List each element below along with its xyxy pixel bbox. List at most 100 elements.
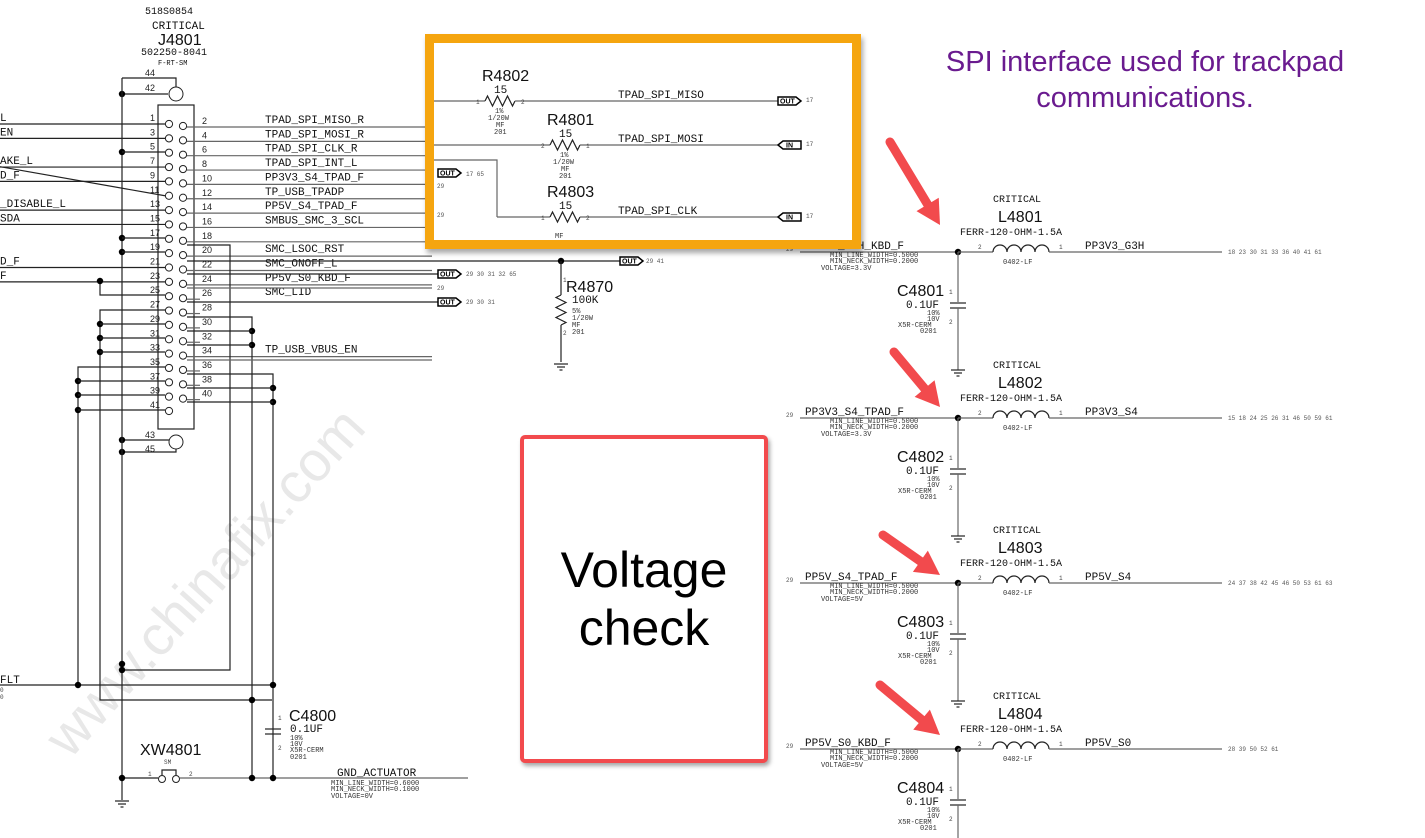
- wire: [99, 309, 272, 701]
- pin-number: 1: [476, 99, 480, 106]
- filter-out-net: PP3V3_G3H: [1085, 241, 1144, 253]
- arrow-shaft: [885, 137, 937, 216]
- capacitor-dielectric: X5R-CERM: [898, 488, 932, 496]
- connector-pin: [178, 164, 188, 174]
- capacitor-dielectric: X5R-CERM: [290, 747, 324, 755]
- pin-number: 11: [150, 185, 159, 195]
- connector-pin: [178, 380, 188, 389]
- pin-number: 45: [145, 444, 155, 454]
- connector-refdes: J4801: [158, 32, 202, 49]
- resistor-power: 1/20W: [553, 159, 575, 167]
- xref: 29: [437, 285, 445, 292]
- pin-number: 1: [1059, 410, 1063, 417]
- connector-pin: [178, 136, 188, 145]
- out-port-flag: [437, 297, 463, 307]
- capacitor-size: 0201: [920, 494, 937, 502]
- shield-pin: [168, 434, 184, 450]
- wire: [432, 159, 498, 217]
- xref: 29: [786, 412, 794, 419]
- pin-number: 5: [150, 142, 155, 152]
- voltage-check-box: Voltage check: [520, 435, 768, 763]
- resistor-tolerance: 1%: [560, 152, 569, 160]
- connector-pin: [178, 236, 188, 245]
- capacitor-refdes: C4804: [897, 780, 944, 797]
- pin-number: 13: [150, 199, 160, 209]
- neck-width-prop: MIN_NECK_WIDTH=0.2000: [830, 424, 918, 432]
- shield-pin: [168, 86, 184, 102]
- out-flag-label: OUT: [780, 99, 796, 106]
- connector-pin: [178, 251, 188, 260]
- pin-number: 35: [150, 357, 160, 367]
- pin-number: 1: [949, 620, 953, 627]
- xref: 29: [437, 183, 445, 190]
- capacitor-dielectric: X5R-CERM: [898, 322, 932, 330]
- xref: 17 65: [466, 171, 484, 178]
- pin-number: 42: [145, 83, 155, 93]
- pin-number: 2: [949, 816, 953, 823]
- resistor-refdes: R4801: [547, 112, 594, 129]
- connector-pin: [164, 277, 174, 286]
- pin-number: 1: [586, 143, 590, 150]
- left-net-label: _DISABLE_L: [0, 199, 66, 211]
- resistor-size: 201: [559, 173, 572, 181]
- pin-number: 33: [150, 343, 160, 353]
- capacitor-refdes: C4803: [897, 614, 944, 631]
- capacitor-size: 0201: [920, 328, 937, 336]
- connector-pin: [178, 121, 188, 131]
- pin-number: 2: [521, 99, 525, 106]
- inductor-refdes: L4803: [998, 540, 1043, 557]
- spi-net-label: TPAD_SPI_CLK: [618, 206, 698, 218]
- shortpad-pin: [158, 775, 166, 783]
- connector-pin: [164, 306, 174, 315]
- capacitor-tolerance: 10%: [927, 476, 940, 484]
- resistor-value: 15: [494, 85, 507, 97]
- capacitor-tolerance: 10%: [927, 310, 940, 318]
- xref: 17: [806, 97, 814, 104]
- junction-dot: [96, 277, 104, 285]
- resistor-type: MF: [572, 322, 580, 330]
- junction-dot: [248, 696, 256, 704]
- neck-width-prop: MIN_NECK_WIDTH=0.2000: [830, 258, 918, 266]
- xref: 17: [806, 213, 814, 220]
- pin-number: 2: [949, 485, 953, 492]
- xref: 24 37 38 42 45 46 50 53 61 63: [1228, 580, 1333, 587]
- capacitor-value: 0.1UF: [906, 300, 939, 312]
- resistor-symbol: [549, 138, 581, 152]
- capacitor-refdes: C4802: [897, 449, 944, 466]
- spi-highlight-box: [425, 34, 861, 249]
- voltage-prop: VOLTAGE=3.3V: [821, 431, 872, 439]
- net-label: TPAD_SPI_MOSI_R: [265, 129, 364, 141]
- neck-width-prop: MIN_NECK_WIDTH=0.2000: [830, 589, 918, 597]
- net-label: TPAD_SPI_MISO_R: [265, 115, 364, 127]
- inductor-package: 0402-LF: [1003, 590, 1032, 598]
- filter-critical: CRITICAL: [993, 692, 1041, 703]
- capacitor-value: 0.1UF: [906, 631, 939, 643]
- out-flag-label: OUT: [440, 300, 456, 307]
- filter-critical: CRITICAL: [993, 361, 1041, 372]
- junction-dot: [248, 774, 256, 782]
- pin-number: 43: [145, 430, 155, 440]
- connector-pin: [178, 394, 188, 403]
- left-net-label: 0: [0, 687, 4, 694]
- resistor-refdes: R4870: [566, 279, 613, 296]
- wire: [187, 316, 253, 780]
- pin-number: 2: [978, 575, 982, 582]
- connector-pin: [178, 150, 188, 159]
- pin-number: 34: [202, 346, 212, 356]
- spi-note: SPI interface used for trackpad communic…: [945, 46, 1345, 114]
- resistor-size: 201: [494, 129, 507, 137]
- inductor-package: 0402-LF: [1003, 756, 1032, 764]
- voltage-prop: VOLTAGE=0V: [331, 793, 374, 801]
- inductor-refdes: L4802: [998, 375, 1043, 392]
- xref: 18 23 30 31 33 36 40 41 61: [1228, 249, 1322, 256]
- voltage-prop: VOLTAGE=5V: [821, 596, 864, 604]
- pin-number: 24: [202, 274, 212, 284]
- inductor-symbol: [992, 410, 1050, 419]
- pin-number: 2: [563, 330, 567, 337]
- resistor-value: 15: [559, 129, 572, 141]
- filter-out-net: PP3V3_S4: [1085, 407, 1138, 419]
- inductor-part: FERR-120-OHM-1.5A: [960, 228, 1062, 239]
- arrow-shaft: [878, 530, 932, 571]
